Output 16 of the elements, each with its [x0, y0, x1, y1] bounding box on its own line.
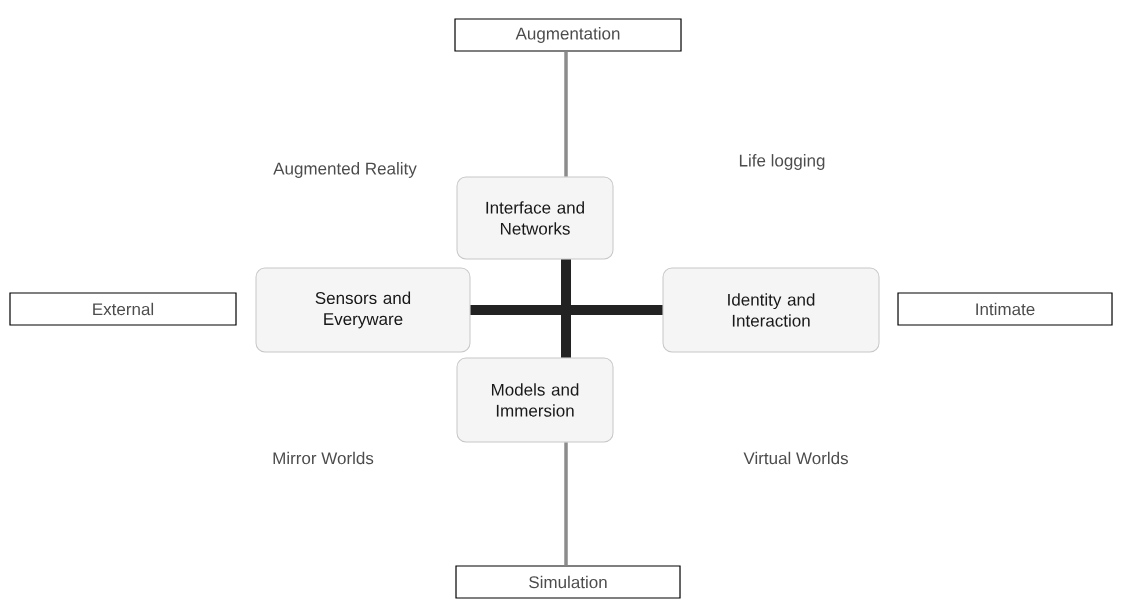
topic-box: Sensors and Everyware [255, 267, 471, 353]
quadrant-label: Mirror Worlds [273, 451, 374, 465]
axis-label-box: Simulation [455, 565, 681, 599]
axis-line [564, 442, 568, 566]
quadrant-label: Virtual Worlds [743, 451, 848, 465]
topic-box: Models and Immersion [456, 357, 614, 443]
quadrant-label: Augmented Reality [273, 162, 417, 178]
axis-line [470, 305, 663, 315]
axis-label-box: External [9, 292, 237, 326]
topic-box: Identity and Interaction [662, 267, 880, 353]
axis-label-box: Intimate [897, 292, 1113, 326]
axis-line [564, 51, 568, 177]
quadrant-label: Life logging [739, 154, 825, 170]
axis-line [561, 259, 571, 358]
topic-box: Interface and Networks [456, 176, 614, 260]
axis-label-box: Augmentation [454, 18, 682, 52]
